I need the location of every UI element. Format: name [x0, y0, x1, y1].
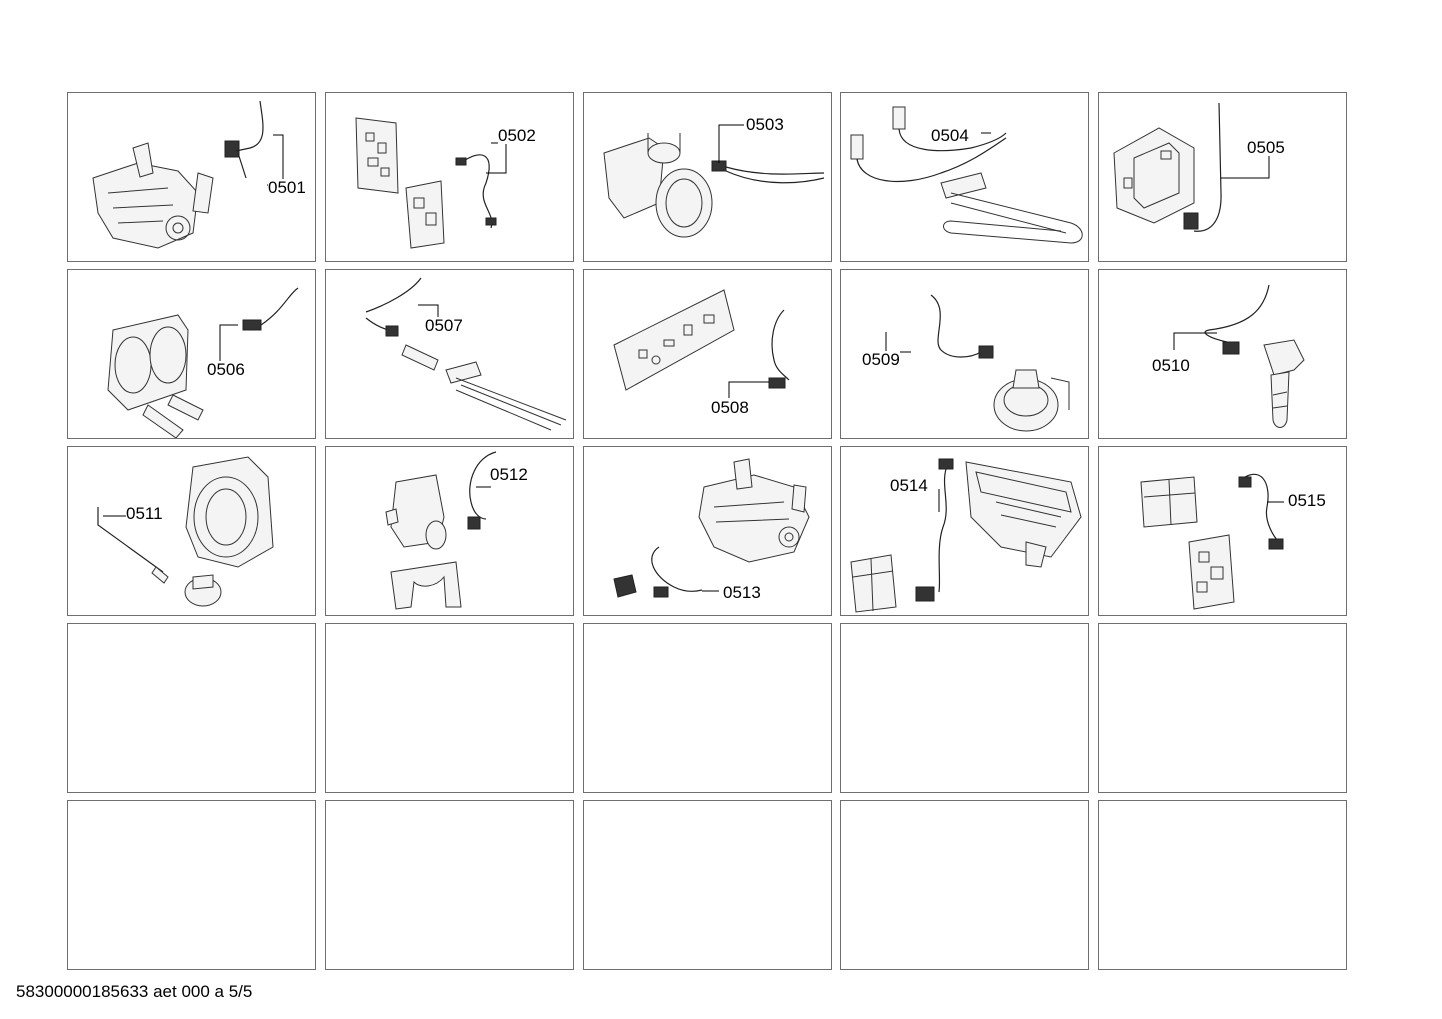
part-cell-0507[interactable]: 0507: [325, 269, 574, 439]
drum-bearing-icon: [97, 456, 274, 607]
part-label-0513[interactable]: 0513: [723, 583, 761, 602]
drain-pump-icon: [603, 124, 825, 238]
motor-assembly-icon: [613, 458, 810, 598]
part-cell-0514[interactable]: 0514: [840, 446, 1089, 616]
water-valve-icon: [107, 287, 299, 438]
part-label-0510[interactable]: 0510: [1152, 356, 1190, 375]
part-cell-0503[interactable]: 0503: [583, 92, 832, 262]
part-label-0509[interactable]: 0509: [862, 350, 900, 369]
part-cell-0512[interactable]: 0512: [325, 446, 574, 616]
empty-cell: [1098, 800, 1347, 970]
part-label-0512[interactable]: 0512: [490, 465, 528, 484]
empty-cell: [325, 800, 574, 970]
part-label-0506[interactable]: 0506: [207, 360, 245, 379]
empty-cell: [67, 623, 316, 793]
heater-sensor-icon: [365, 277, 567, 431]
part-cell-0510[interactable]: 0510: [1098, 269, 1347, 439]
heating-element-icon: [850, 106, 1083, 244]
part-label-0515[interactable]: 0515: [1288, 491, 1326, 510]
part-label-0503[interactable]: 0503: [746, 115, 784, 134]
part-label-0507[interactable]: 0507: [425, 316, 463, 335]
part-label-0504[interactable]: 0504: [931, 126, 969, 145]
circuit-board-icon: [355, 117, 507, 249]
part-cell-0502[interactable]: 0502: [325, 92, 574, 262]
inlet-valve-icon: [385, 451, 497, 610]
pressure-switch-icon: [885, 294, 1070, 432]
empty-cell: [583, 800, 832, 970]
empty-cell: [325, 623, 574, 793]
part-cell-0508[interactable]: 0508: [583, 269, 832, 439]
aquastop-sensor-icon: [1173, 284, 1305, 428]
control-module-icon: [1113, 102, 1270, 232]
part-cell-0511[interactable]: 0511: [67, 446, 316, 616]
part-label-0508[interactable]: 0508: [711, 398, 749, 417]
power-module-icon: [1140, 473, 1284, 610]
part-label-0505[interactable]: 0505: [1247, 138, 1285, 157]
part-cell-0501[interactable]: 0501: [67, 92, 316, 262]
motor-icon: [92, 100, 284, 249]
detergent-drawer-icon: [850, 458, 1082, 613]
part-cell-0515[interactable]: 0515: [1098, 446, 1347, 616]
part-label-0511[interactable]: 0511: [126, 504, 163, 523]
part-cell-0513[interactable]: 0513: [583, 446, 832, 616]
empty-cell: [1098, 623, 1347, 793]
part-cell-0505[interactable]: 0505: [1098, 92, 1347, 262]
control-board-icon: [613, 289, 790, 398]
empty-cell: [840, 623, 1089, 793]
part-cell-0506[interactable]: 0506: [67, 269, 316, 439]
empty-cell: [840, 800, 1089, 970]
empty-cell: [67, 800, 316, 970]
part-cell-0504[interactable]: 0504: [840, 92, 1089, 262]
part-cell-0509[interactable]: 0509: [840, 269, 1089, 439]
empty-cell: [583, 623, 832, 793]
document-footer-id: 58300000185633 aet 000 a 5/5: [16, 982, 253, 1001]
part-label-0502[interactable]: 0502: [498, 126, 536, 145]
part-label-0514[interactable]: 0514: [890, 476, 928, 495]
part-label-0501[interactable]: 0501: [268, 178, 306, 197]
